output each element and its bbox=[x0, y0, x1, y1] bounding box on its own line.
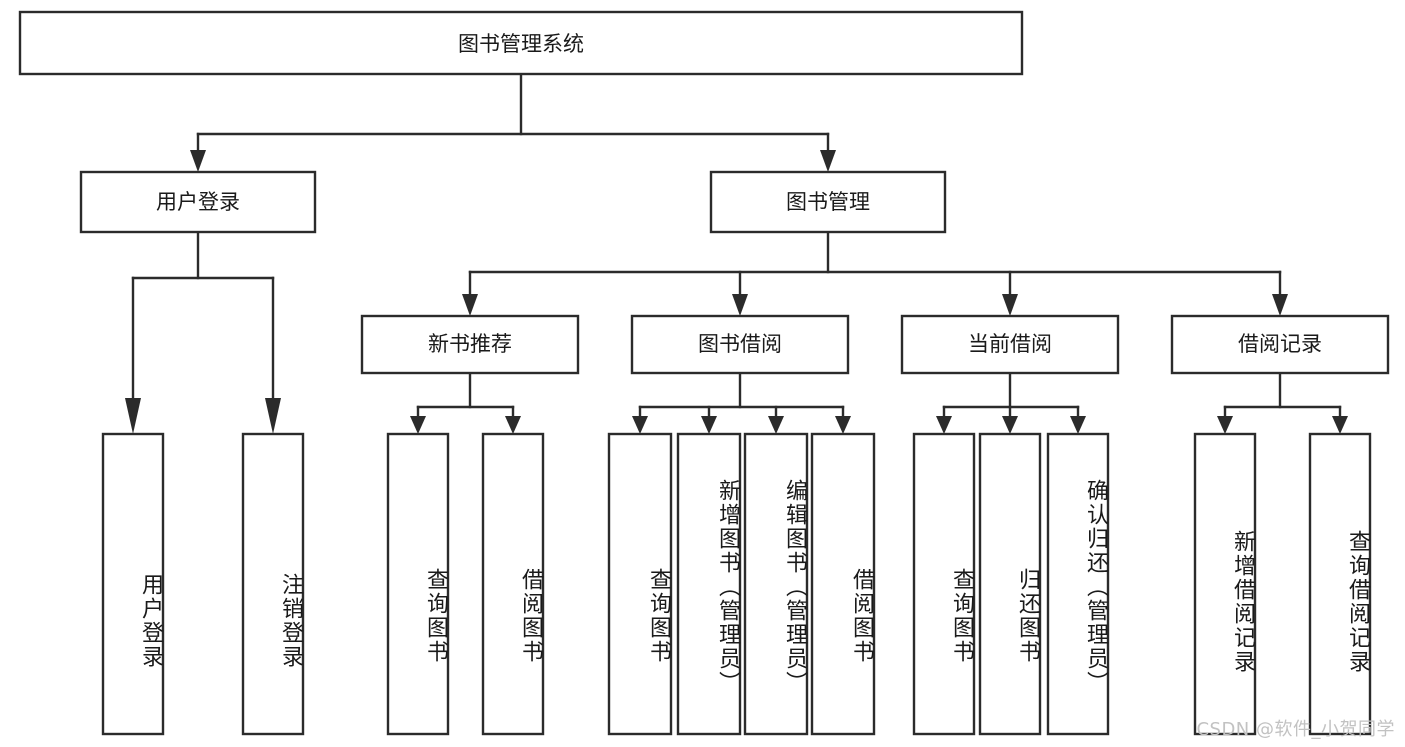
root-node-label: 图书管理系统 bbox=[458, 32, 584, 56]
arrow-leaf-borrow-book-1 bbox=[505, 416, 521, 434]
arrow-to-book-management bbox=[820, 150, 836, 172]
arrow-to-book-borrow bbox=[732, 294, 748, 316]
arrow-leaf-query-book-2 bbox=[632, 416, 648, 434]
arrow-to-user-login bbox=[190, 150, 206, 172]
connector-group bbox=[125, 72, 1348, 434]
arrow-leaf-borrow-book-2 bbox=[835, 416, 851, 434]
arrow-leaf-add-book bbox=[701, 416, 717, 434]
arrow-leaf-confirm-return bbox=[1070, 416, 1086, 434]
book-management-label: 图书管理 bbox=[786, 190, 870, 214]
node-borrow-record[interactable]: 借阅记录 bbox=[1170, 314, 1390, 375]
user-login-box[interactable] bbox=[79, 170, 317, 234]
user-login-label: 用户登录 bbox=[156, 190, 240, 214]
leaf-box-query-book-1[interactable] bbox=[386, 432, 450, 736]
root-node-box[interactable] bbox=[18, 10, 1024, 76]
leaf-box-add-record[interactable] bbox=[1193, 432, 1257, 736]
arrow-leaf-user-login bbox=[125, 398, 141, 434]
leaf-box-borrow-book-1[interactable] bbox=[481, 432, 545, 736]
new-book-recommend-label: 新书推荐 bbox=[428, 332, 512, 356]
arrow-leaf-add-record bbox=[1217, 416, 1233, 434]
book-borrow-label: 图书借阅 bbox=[698, 332, 782, 356]
leaf-box-group bbox=[101, 432, 1372, 736]
leaf-box-logout-login[interactable] bbox=[241, 432, 305, 736]
book-management-box[interactable] bbox=[709, 170, 947, 234]
node-root-system[interactable]: 图书管理系统 bbox=[18, 10, 1024, 76]
arrow-to-current-borrow bbox=[1002, 294, 1018, 316]
leaf-box-return-book[interactable] bbox=[978, 432, 1042, 736]
leaf-box-query-book-3[interactable] bbox=[912, 432, 976, 736]
watermark-text: CSDN @软件_小贺同学 bbox=[1196, 719, 1395, 740]
node-book-management[interactable]: 图书管理 bbox=[709, 170, 947, 234]
arrow-to-new-book bbox=[462, 294, 478, 316]
arrow-leaf-edit-book bbox=[768, 416, 784, 434]
leaf-box-confirm-return[interactable] bbox=[1046, 432, 1110, 736]
node-book-borrow[interactable]: 图书借阅 bbox=[630, 314, 850, 375]
current-borrow-box[interactable] bbox=[900, 314, 1120, 375]
leaf-box-edit-book[interactable] bbox=[743, 432, 809, 736]
arrow-leaf-query-book-3 bbox=[936, 416, 952, 434]
leaf-box-add-book[interactable] bbox=[676, 432, 742, 736]
arrow-leaf-query-book-1 bbox=[410, 416, 426, 434]
borrow-record-label: 借阅记录 bbox=[1238, 332, 1322, 356]
new-book-recommend-box[interactable] bbox=[360, 314, 580, 375]
arrow-leaf-return-book bbox=[1002, 416, 1018, 434]
current-borrow-label: 当前借阅 bbox=[968, 332, 1052, 356]
arrow-leaf-logout-login bbox=[265, 398, 281, 434]
leaf-box-user-login[interactable] bbox=[101, 432, 165, 736]
leaf-box-query-book-2[interactable] bbox=[607, 432, 673, 736]
leaf-box-borrow-book-2[interactable] bbox=[810, 432, 876, 736]
node-user-login[interactable]: 用户登录 bbox=[79, 170, 317, 234]
arrow-to-borrow-record bbox=[1272, 294, 1288, 316]
node-new-book-recommend[interactable]: 新书推荐 bbox=[360, 314, 580, 375]
borrow-record-box[interactable] bbox=[1170, 314, 1390, 375]
arrow-leaf-query-record bbox=[1332, 416, 1348, 434]
node-current-borrow[interactable]: 当前借阅 bbox=[900, 314, 1120, 375]
leaf-box-query-record[interactable] bbox=[1308, 432, 1372, 736]
book-borrow-box[interactable] bbox=[630, 314, 850, 375]
